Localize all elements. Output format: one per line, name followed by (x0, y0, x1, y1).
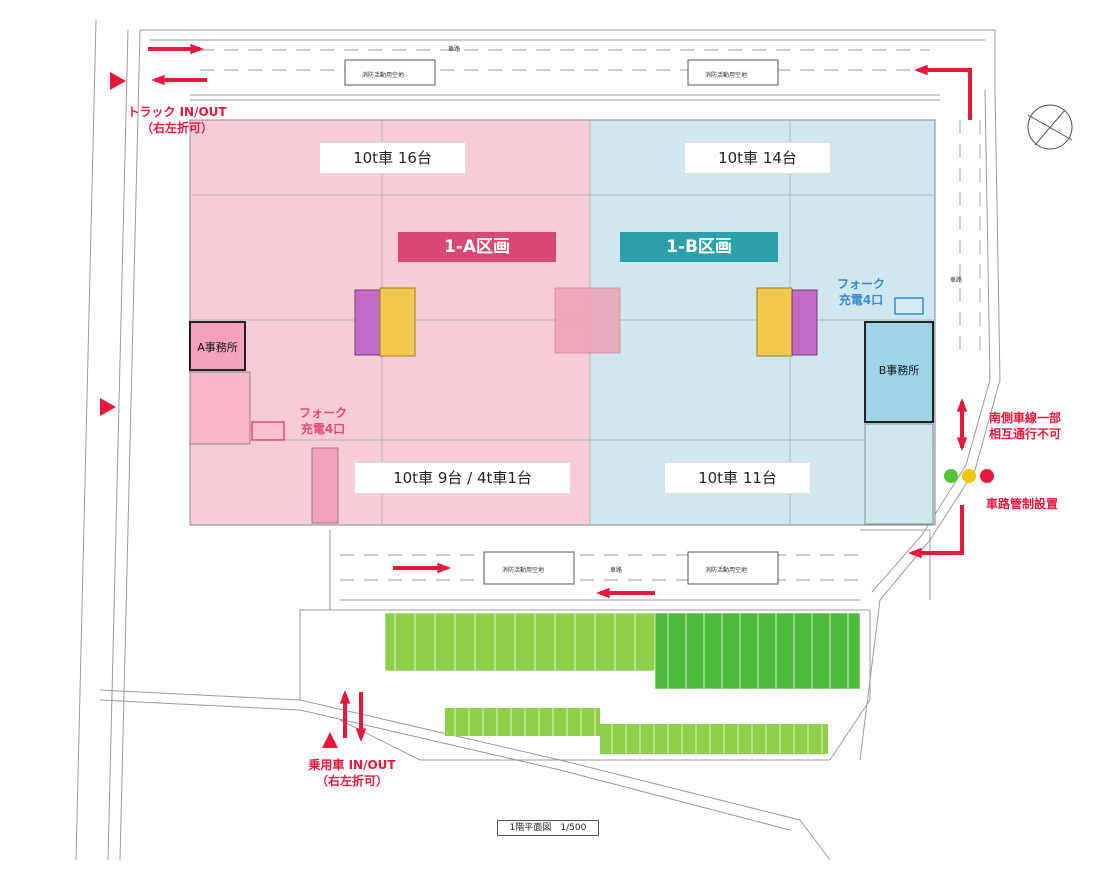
arrow-bottom-right (912, 505, 964, 555)
parking-upper-dark (654, 612, 861, 690)
arrow-bottom-east-head (437, 562, 451, 574)
fire-space-box-2 (687, 59, 779, 86)
fire-space-label-4: 消防活動用空地 (705, 567, 748, 574)
count-a-top: 10t車 16台 (320, 143, 465, 173)
lift-equipment-b (756, 287, 818, 357)
office-b-box (864, 321, 934, 423)
drive-label-bottom: 車路 (610, 567, 623, 574)
section-b-label: 1-B区画 (620, 232, 778, 262)
site-lines (75, 19, 1001, 861)
traffic-arrows (148, 43, 972, 742)
fire-space-label-3: 消防活動用空地 (502, 567, 545, 574)
lift-equipment-a (354, 287, 416, 357)
car-io-label: 乗用車 IN/OUT（右左折可） (308, 758, 396, 788)
drive-label-top: 車路 (448, 46, 461, 53)
count-b-bottom: 10t車 11台 (665, 463, 810, 493)
fire-space-label-2: 消防活動用空地 (705, 72, 748, 79)
parking-upper-light (384, 612, 656, 672)
arrow-car-in-head (339, 690, 351, 704)
office-b-label: B事務所 (878, 364, 920, 377)
parking-lower-left (445, 708, 600, 736)
traffic-light-1 (962, 469, 976, 483)
fire-space-label-1: 消防活動用空地 (362, 72, 405, 79)
traffic-light-0 (944, 469, 958, 483)
traffic-light-2 (980, 469, 994, 483)
fork-charge-b-label: フォーク充電4口 (836, 277, 885, 307)
arrow-truck-out-head (151, 74, 165, 86)
south-lane-label: 南側車線一部相互通行不可 (988, 411, 1061, 441)
office-a-label: A事務所 (197, 341, 238, 354)
traffic-control-label: 車路管制設置 (985, 497, 1058, 511)
parking-lower-right (600, 724, 828, 754)
arrow-lane-down-head (956, 437, 968, 451)
arrow-top-right (918, 68, 972, 120)
section-a-label: 1-A区画 (398, 232, 556, 262)
office-a-box (189, 321, 246, 371)
arrow-bottom-right-head (908, 547, 922, 559)
parking-lots (384, 612, 861, 754)
fork-charge-a-label: フォーク充電4口 (298, 406, 347, 436)
truck-io-label: トラック IN/OUT（右左折可） (127, 105, 227, 135)
drive-label-right: 車路 (950, 277, 963, 284)
fork-charge-a-box (251, 421, 285, 441)
arrow-lane-up-head (956, 398, 968, 412)
scale-label: 1階平面図 1/500 (497, 820, 599, 836)
arrow-truck-in-head (190, 43, 204, 55)
count-a-bottom: 10t車 9台 / 4t車1台 (355, 463, 570, 493)
traffic-light-icon (944, 469, 994, 483)
arrow-bottom-west-head (596, 587, 610, 599)
arrow-top-right-head (914, 64, 928, 76)
fire-space-box-1 (344, 59, 436, 86)
fire-space-box-4 (687, 551, 779, 585)
side-entrance-marker-icon (100, 398, 116, 416)
north-arrow-icon (1027, 104, 1073, 150)
car-entrance-marker-icon (322, 732, 338, 748)
arrow-car-out-head (355, 728, 367, 742)
count-b-top: 10t車 14台 (685, 143, 830, 173)
fork-charge-b-box (894, 297, 924, 315)
truck-entrance-marker-icon (110, 72, 126, 90)
fire-space-box-3 (483, 551, 575, 585)
